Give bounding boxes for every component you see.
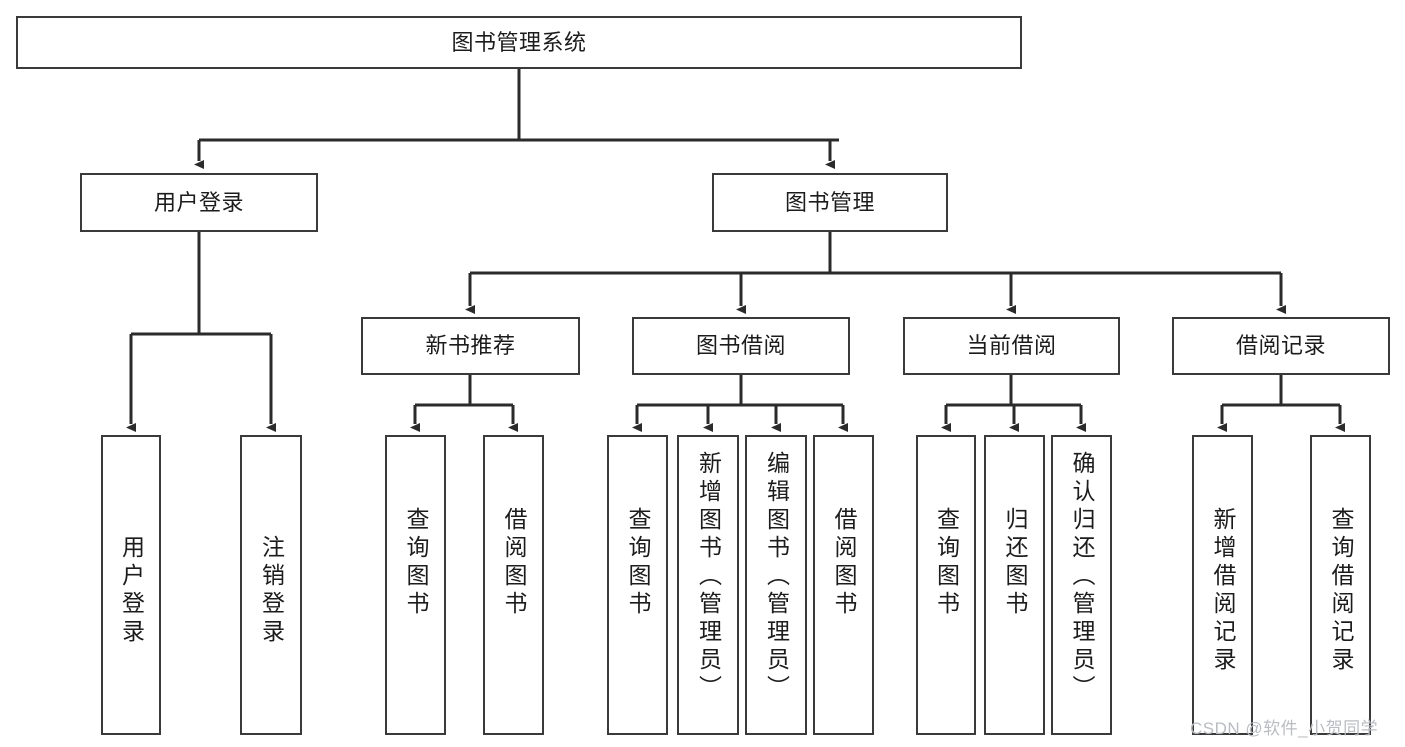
node-new-book-rec[interactable]: 新书推荐 (361, 317, 580, 375)
node-leaf-query-record[interactable]: 查询借阅记录 (1310, 435, 1371, 735)
node-leaf-query-book-1[interactable]: 查询图书 (385, 435, 446, 735)
node-label: 新增图书（管理员） (695, 451, 722, 703)
node-label: 图书借阅 (695, 333, 786, 359)
node-leaf-borrow-book-1[interactable]: 借阅图书 (483, 435, 544, 735)
node-label: 当前借阅 (966, 333, 1057, 359)
node-label: 归还图书 (1002, 507, 1028, 619)
node-leaf-query-book-2[interactable]: 查询图书 (607, 435, 668, 735)
node-label: 注销登录 (258, 535, 285, 647)
node-label: 确认归还（管理员） (1069, 451, 1095, 703)
node-book-borrow[interactable]: 图书借阅 (632, 317, 850, 375)
node-label: 用户登录 (118, 535, 145, 647)
node-label: 借阅图书 (831, 507, 857, 619)
node-leaf-return-book[interactable]: 归还图书 (984, 435, 1045, 735)
node-leaf-user-logout[interactable]: 注销登录 (240, 435, 302, 735)
node-label: 新书推荐 (425, 333, 516, 359)
node-label: 查询图书 (625, 507, 651, 619)
node-label: 查询图书 (933, 507, 960, 619)
node-current-borrow[interactable]: 当前借阅 (903, 317, 1120, 375)
node-root-system[interactable]: 图书管理系统 (16, 16, 1022, 69)
node-leaf-add-book[interactable]: 新增图书（管理员） (677, 435, 739, 735)
node-label: 查询借阅记录 (1328, 507, 1354, 675)
node-user-login[interactable]: 用户登录 (80, 173, 318, 232)
node-leaf-user-login[interactable]: 用户登录 (101, 435, 161, 735)
node-borrow-record[interactable]: 借阅记录 (1172, 317, 1390, 375)
node-label: 新增借阅记录 (1210, 507, 1236, 675)
node-label: 用户登录 (153, 189, 244, 215)
node-label: 借阅图书 (501, 507, 527, 619)
node-leaf-edit-book[interactable]: 编辑图书（管理员） (745, 435, 807, 735)
node-leaf-add-record[interactable]: 新增借阅记录 (1192, 435, 1253, 735)
node-label: 查询图书 (403, 507, 429, 619)
node-leaf-confirm-return[interactable]: 确认归还（管理员） (1051, 435, 1112, 735)
csdn-watermark: CSDN @软件_小贺同学 (1190, 719, 1379, 738)
node-book-manage[interactable]: 图书管理 (712, 173, 948, 232)
node-leaf-borrow-book-2[interactable]: 借阅图书 (813, 435, 874, 735)
node-label: 编辑图书（管理员） (763, 451, 790, 703)
node-label: 借阅记录 (1235, 333, 1326, 359)
node-leaf-query-book-3[interactable]: 查询图书 (916, 435, 976, 735)
node-label: 图书管理系统 (451, 29, 587, 55)
node-label: 图书管理 (784, 189, 875, 215)
